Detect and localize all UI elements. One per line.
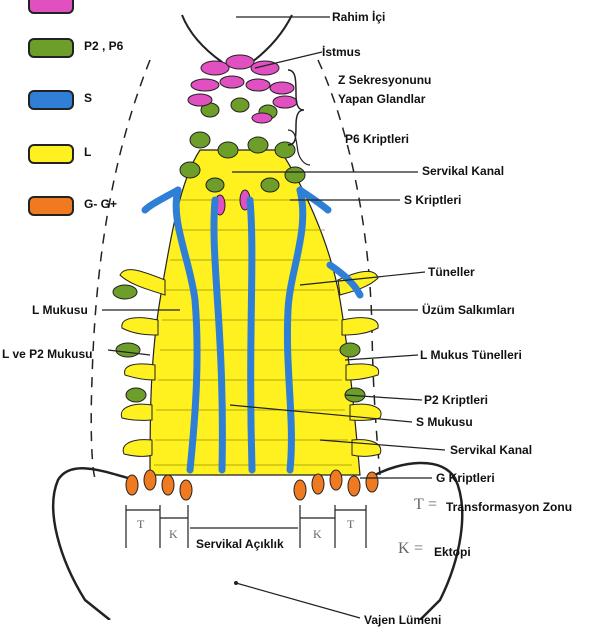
label-servikal-kanal-top: Servikal Kanal [422,164,505,178]
legend-k-symbol: K [398,540,410,557]
label-ektopi: Ektopi [434,545,471,559]
legend-t-equals: = [428,496,438,513]
label-l-ve-p2-mukusu: L ve P2 Mukusu [2,347,93,361]
cervix-outline [90,59,151,479]
label-z-sekresyon-1: Z Sekresyonunu [338,73,432,87]
cervix-outline-right [317,59,381,476]
measure-t-left: T [137,517,145,531]
uterine-cavity-line-left [181,14,223,63]
legend-t-symbol: T [414,496,424,513]
label-bottom-cut: Vajen Lümeni [364,613,442,627]
legend-swatch [28,0,74,14]
portio-left [51,467,129,620]
measure-k-left: K [169,527,178,541]
label-s-kriptleri: S Kriptleri [404,193,462,207]
measure-lines [125,505,367,548]
label-transformasyon-zonu: Transformasyon Zonu [446,500,573,514]
blue-crypts [141,186,364,474]
label-istmus: İstmus [322,45,361,59]
measure-k-right: K [313,527,322,541]
label-s-mukusu: S Mukusu [416,415,473,429]
measure-t-right: T [347,517,355,531]
legend-label: L [84,145,92,159]
legend-swatch [28,90,74,110]
label-l-mukus-tunelleri: L Mukus Tünelleri [420,348,522,362]
legend-label: P2 , P6 [84,39,124,53]
uterine-cavity-line-right [251,14,293,63]
legend-swatch [28,38,74,58]
legend-label: S [84,91,93,105]
bottom-dot [234,581,238,585]
z-bracket [287,69,305,146]
label-p6-kriptleri: P6 Kriptleri [345,132,410,146]
legend-k-equals: = [414,540,424,557]
leader-lines [102,16,446,619]
label-g-kriptleri: G Kriptleri [436,471,495,485]
label-tuneller: Tüneller [428,265,475,279]
label-uzum-salkimlari: Üzüm Salkımları [422,303,515,317]
label-z-sekresyon-2: Yapan Glandlar [338,92,426,106]
label-servikal-aciklik: Servikal Açıklık [196,537,284,551]
portio-right [374,461,464,620]
legend-swatch [28,144,74,164]
p6-bracket [287,129,311,166]
label-rahim-ici: Rahim İçi [332,10,386,24]
legend-label: G- G+ [84,197,118,211]
label-servikal-kanal-bottom: Servikal Kanal [450,443,533,457]
orange-crypts [125,469,379,501]
gland-body [149,149,361,476]
label-p2-kriptleri: P2 Kriptleri [424,393,489,407]
legend-swatch [28,196,74,216]
label-l-mukusu: L Mukusu [32,303,88,317]
left-crypts [119,269,166,457]
